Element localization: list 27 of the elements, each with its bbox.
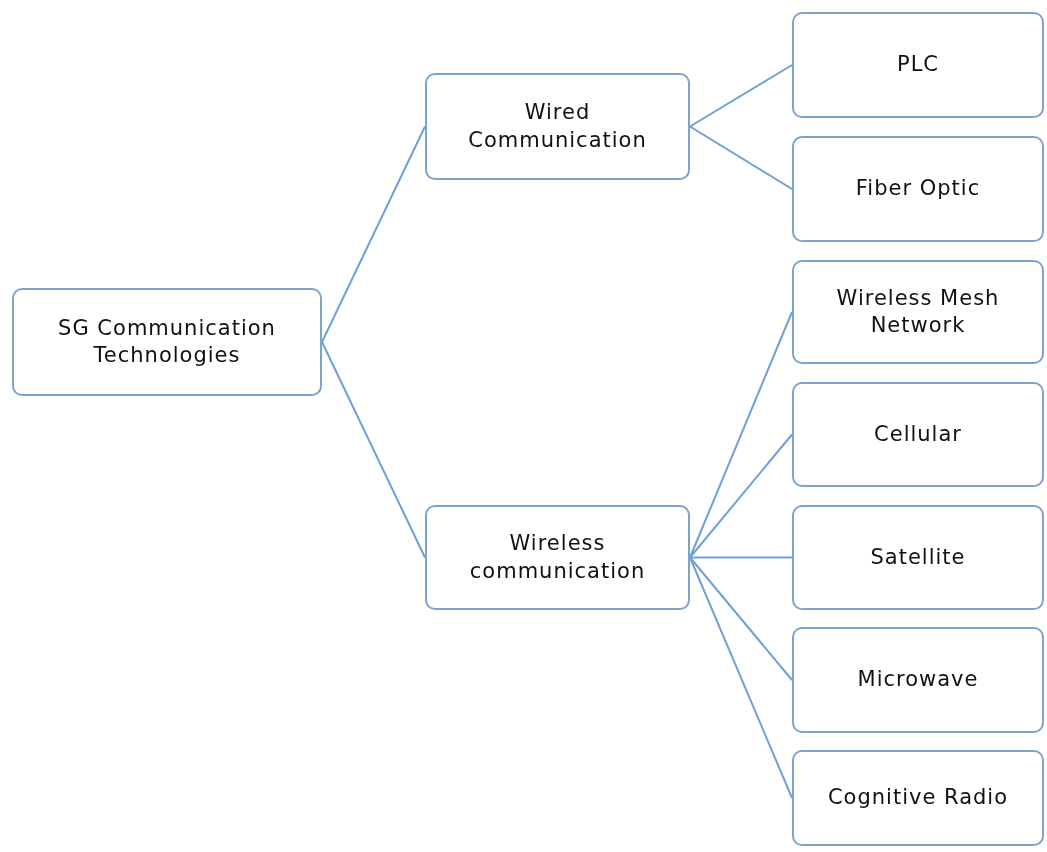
category-box <box>792 382 1044 487</box>
category-box <box>425 73 690 180</box>
connector-line <box>689 64 793 128</box>
connector-line <box>321 125 426 343</box>
category-box <box>792 505 1044 610</box>
category-box <box>792 750 1044 846</box>
node-label: Fiber Optic <box>855 175 981 203</box>
node-label: Wired Communication <box>467 99 648 154</box>
node-label: Microwave <box>857 666 979 694</box>
category-box <box>792 136 1044 242</box>
connector-line <box>689 556 793 559</box>
category-box <box>792 260 1044 364</box>
node-label: SG Communication Technologies <box>57 314 277 369</box>
node-label: Cellular <box>874 420 962 448</box>
root-box <box>12 288 322 396</box>
node-label: Wireless communication <box>468 530 647 585</box>
connector-line <box>689 556 793 681</box>
category-box <box>792 12 1044 118</box>
node-label: Wireless Mesh Network <box>835 284 1001 339</box>
connector-line <box>321 341 426 559</box>
connector-line <box>689 125 793 190</box>
category-box <box>792 627 1044 733</box>
node-label: Cognitive Radio <box>827 784 1009 812</box>
category-box <box>425 505 690 610</box>
node-label: PLC <box>897 51 939 79</box>
connector-line <box>689 433 793 559</box>
node-label: Satellite <box>870 543 966 571</box>
